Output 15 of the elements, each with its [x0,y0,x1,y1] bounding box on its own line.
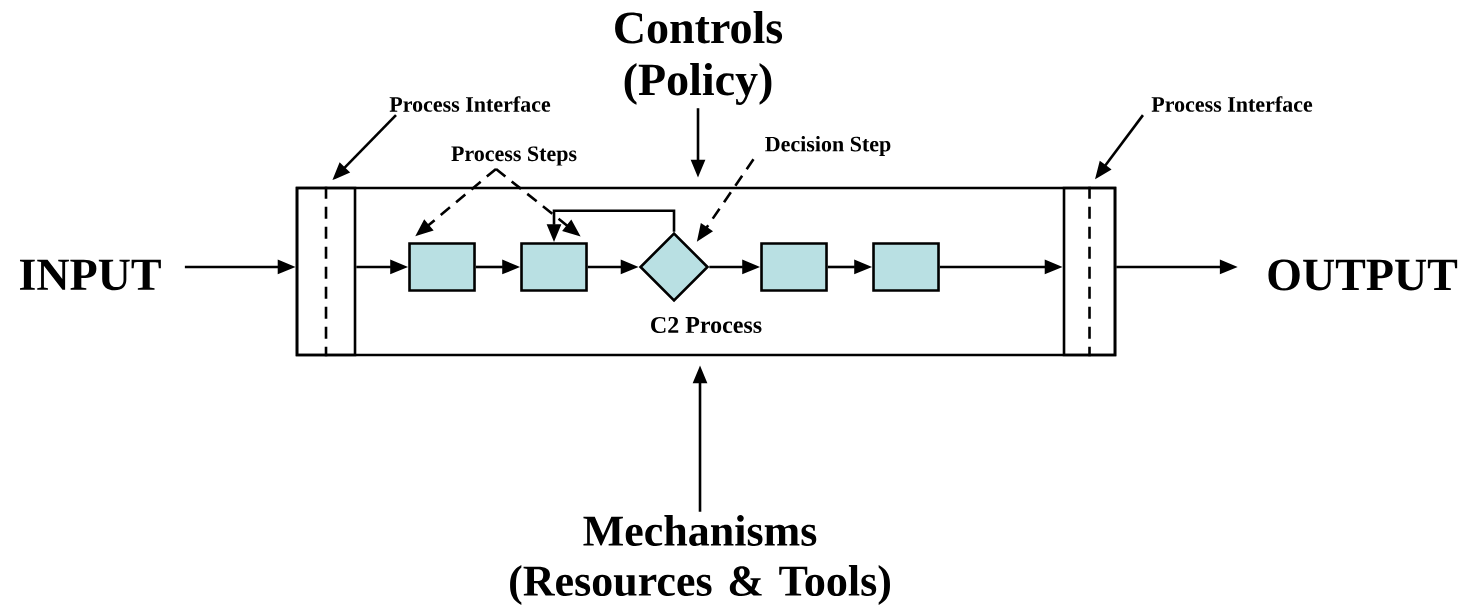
callout-label: Process Steps [451,146,577,166]
interface-band [295,186,357,357]
step-box [520,242,588,292]
controls-label: Controls (Policy) [615,11,783,105]
step-box [408,242,476,292]
callout-label: Process Interface [389,96,551,112]
input-label: INPUT [20,259,161,291]
output-label: OUTPUT [1268,259,1458,291]
callout-label: Decision Step [765,136,891,156]
interface-band [1062,186,1117,357]
process-box: C2 Process [295,186,1117,357]
step-box [760,242,828,292]
mechanisms-label: Mechanisms (Resources & Tools) [510,515,890,605]
step-box [872,242,940,292]
callout-label: Process Interface [1151,96,1313,112]
